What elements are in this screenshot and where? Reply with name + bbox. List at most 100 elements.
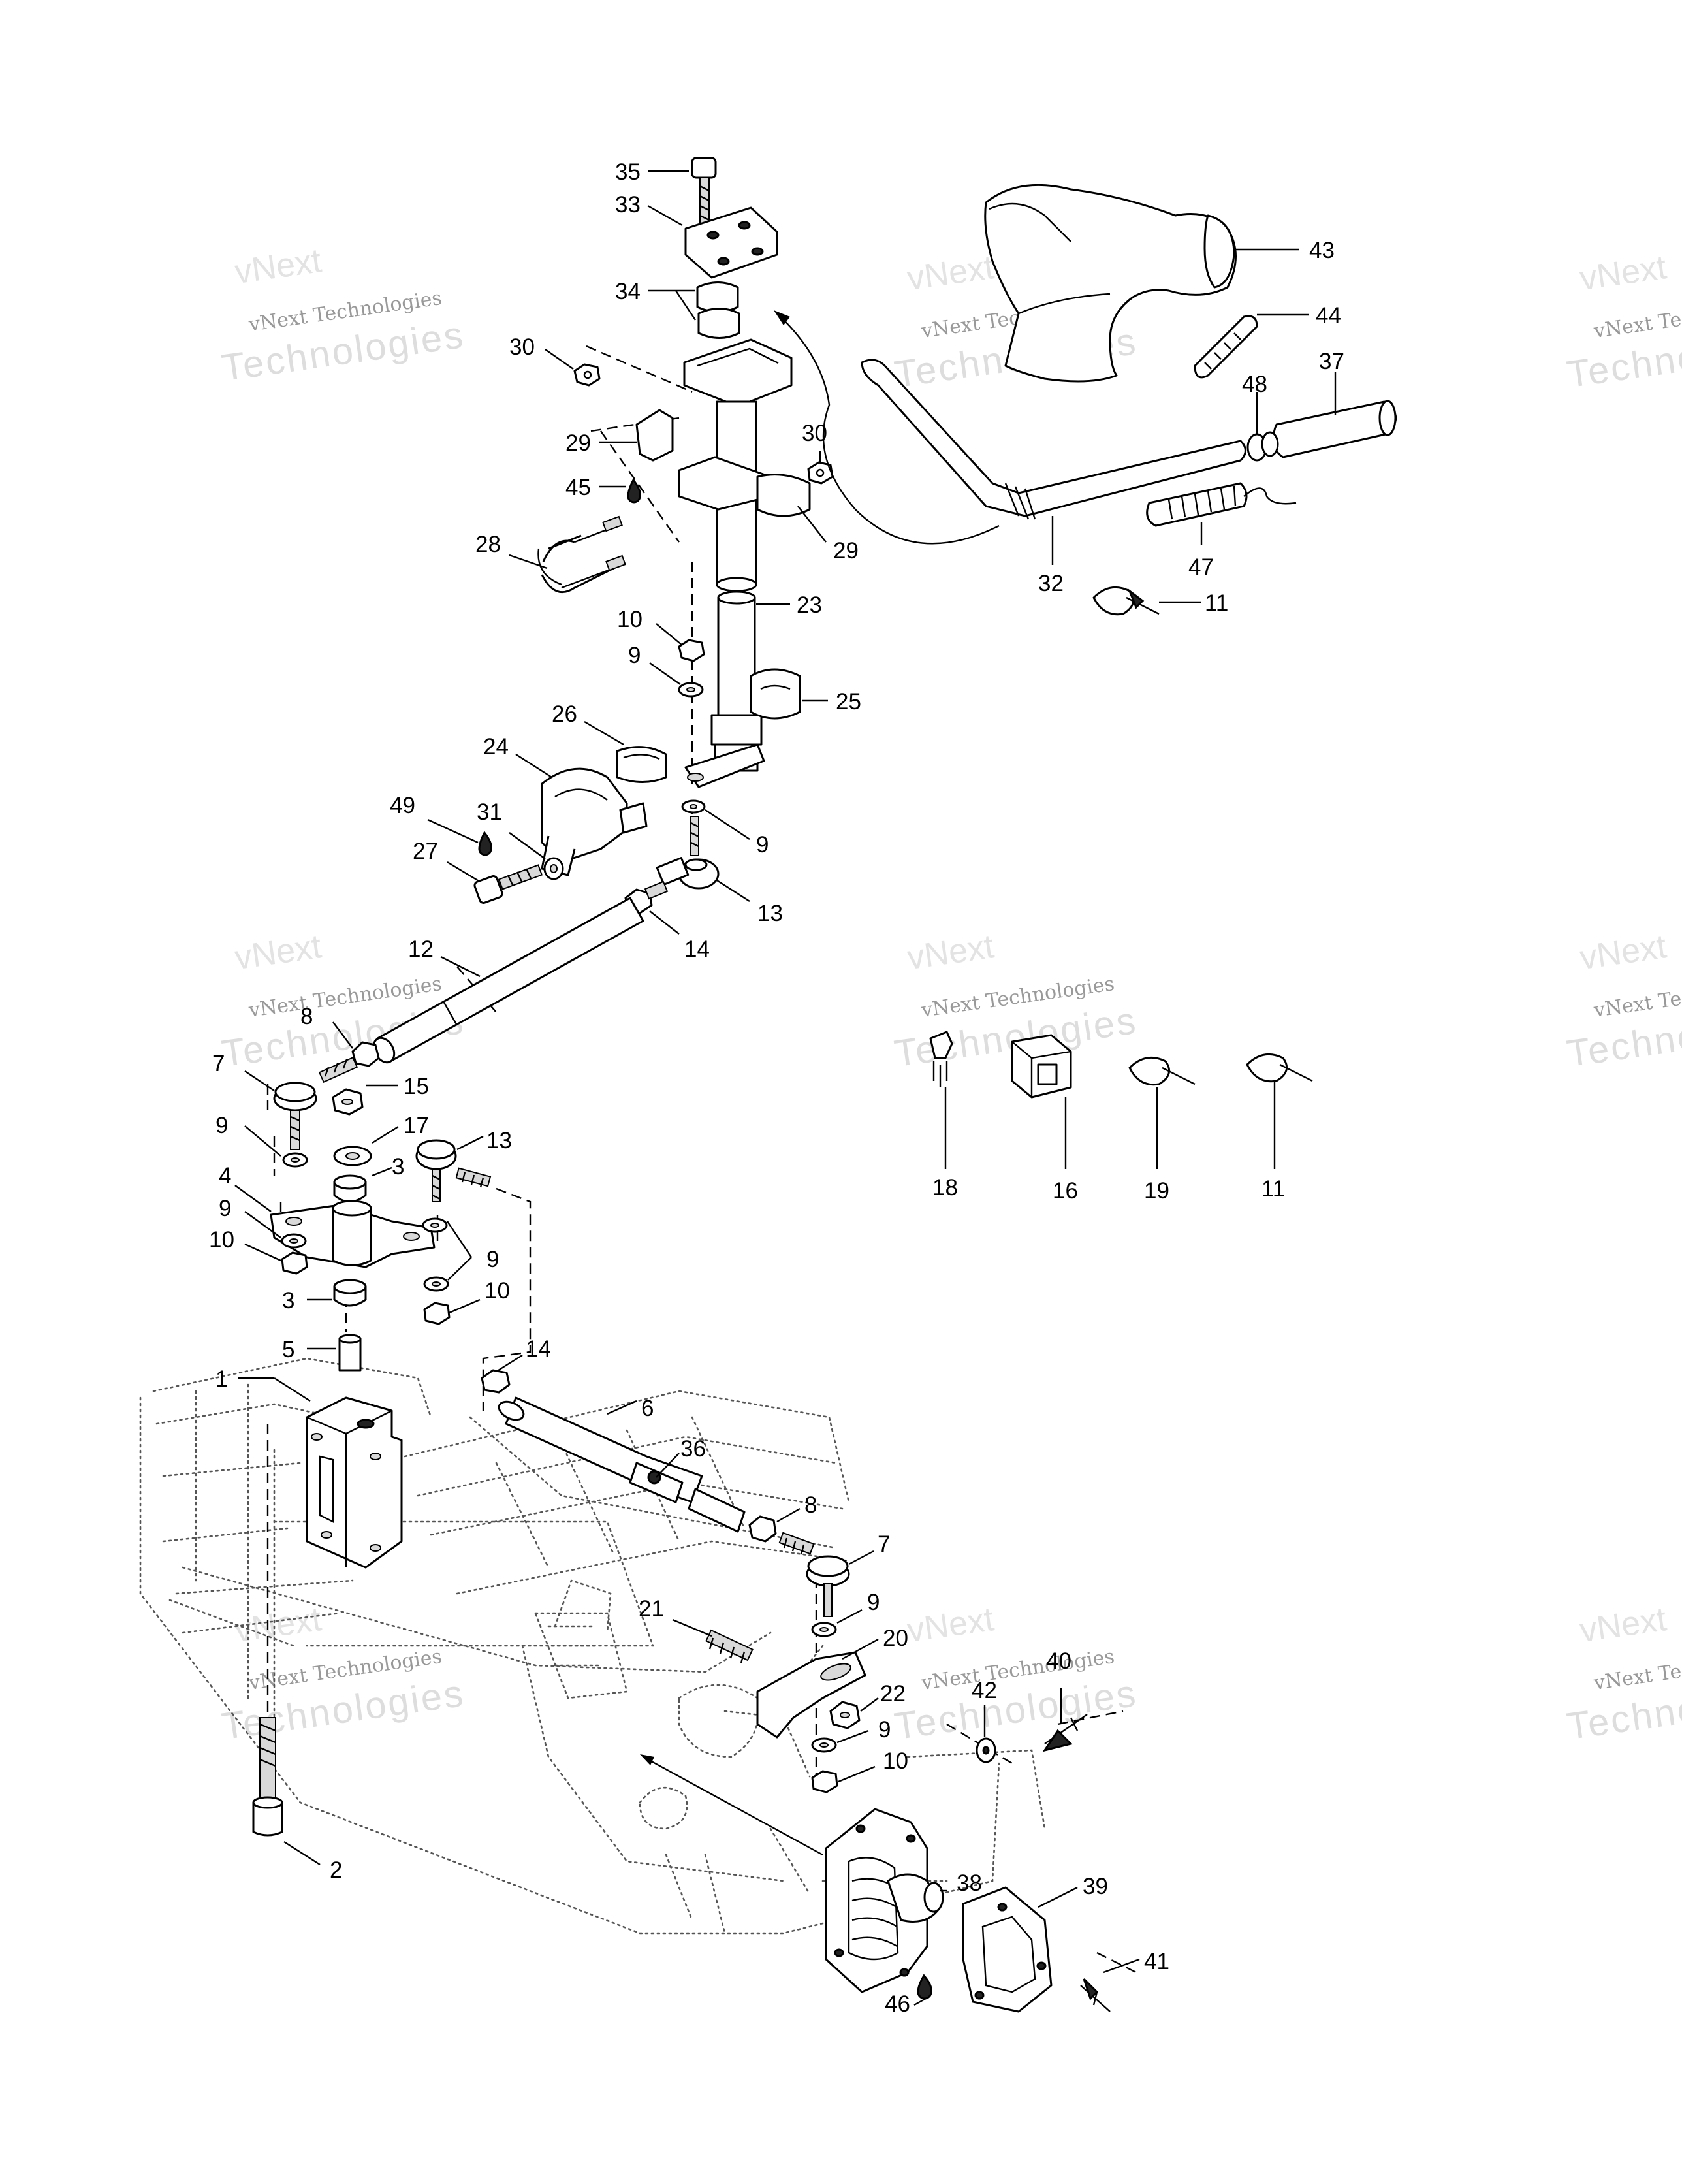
part-label: 45: [565, 475, 591, 500]
assembly-arrow-upper: [776, 313, 1000, 545]
watermark: vNext vNext Technologies Technologies: [219, 1600, 468, 1748]
part-label: 17: [404, 1113, 429, 1138]
arrow-head-upper: [774, 310, 790, 325]
arrow-head-lower: [640, 1754, 654, 1765]
part-label: 30: [802, 421, 827, 446]
part-label: 10: [484, 1278, 510, 1304]
svg-text:vNext: vNext: [1578, 248, 1669, 298]
part-label: 8: [300, 1004, 313, 1029]
part-label: 22: [880, 1681, 906, 1707]
part-label: 11: [1262, 1176, 1285, 1202]
part-label: 1: [215, 1366, 228, 1392]
loose-parts: [929, 1031, 1313, 1099]
part-label: 23: [797, 592, 822, 618]
watermark: vNext vNext Technologies Technologies: [219, 242, 468, 389]
part-label: 2: [330, 1857, 342, 1883]
center-pivot-arm: [270, 1088, 492, 1372]
part-label: 13: [486, 1128, 512, 1153]
watermark: vNext vNext Technologies Technologies: [1564, 248, 1682, 396]
part-label: 47: [1188, 554, 1214, 580]
steering-column-upper: [537, 157, 834, 914]
part-label: 4: [219, 1163, 231, 1189]
part-label: 29: [833, 538, 859, 564]
part-label: 5: [282, 1337, 294, 1362]
part-label: 9: [878, 1717, 891, 1742]
part-label: 28: [475, 532, 501, 557]
part-label: 9: [486, 1247, 499, 1272]
watermark: vNext vNext Technologies Technologies: [892, 1600, 1140, 1748]
part-label: 34: [615, 279, 641, 304]
part-label: 41: [1144, 1949, 1169, 1974]
part-label: 9: [219, 1196, 231, 1221]
part-label: 7: [212, 1051, 225, 1076]
part-label: 16: [1053, 1178, 1078, 1204]
part-label: 35: [615, 159, 641, 185]
part-label: 9: [215, 1113, 228, 1138]
part-label: 40: [1046, 1648, 1071, 1674]
tie-rod-upper: [273, 897, 644, 1150]
watermark: vNext vNext Technologies Technologies: [219, 927, 468, 1075]
svg-text:vNext: vNext: [232, 242, 324, 291]
part-label: 8: [804, 1492, 817, 1518]
part-label: 10: [209, 1227, 234, 1253]
part-label: 36: [680, 1436, 706, 1462]
part-label: 31: [477, 799, 502, 825]
steering-boot: [825, 1714, 1111, 2013]
part-label: 30: [509, 334, 535, 360]
part-label: 44: [1316, 303, 1341, 329]
svg-text:vNext: vNext: [905, 927, 996, 977]
part-label: 9: [756, 832, 769, 858]
part-label: 14: [526, 1336, 551, 1362]
svg-text:vNext Technologies: vNext Technologies: [1592, 1645, 1682, 1695]
part-label: 10: [883, 1748, 908, 1774]
watermark: vNext vNext Technologies Technologies: [1564, 927, 1682, 1075]
part-label: 6: [641, 1396, 654, 1421]
part-label: 48: [1242, 372, 1267, 397]
part-label: 37: [1319, 349, 1344, 374]
part-label: 9: [867, 1590, 880, 1615]
part-label: 13: [757, 901, 783, 926]
svg-text:vNext: vNext: [1578, 1600, 1669, 1650]
support-block: [252, 1396, 403, 1837]
part-label: 39: [1083, 1874, 1108, 1899]
part-label: 33: [615, 192, 641, 217]
part-label: 21: [639, 1596, 664, 1622]
assembly-arrow-lower: [643, 1756, 823, 1856]
part-label: 32: [1038, 571, 1064, 596]
part-label: 9: [628, 643, 641, 668]
part-label: 20: [883, 1626, 908, 1651]
part-label: 29: [565, 430, 591, 456]
part-label: 49: [390, 793, 415, 818]
part-label: 7: [878, 1532, 890, 1557]
part-label: 14: [684, 937, 710, 962]
part-label: 10: [617, 607, 643, 632]
part-label: 19: [1144, 1178, 1169, 1204]
watermark: vNext vNext Technologies Technologies: [1564, 1600, 1682, 1748]
part-label: 3: [392, 1154, 404, 1180]
tie-rod-lower: [481, 1369, 866, 1793]
svg-text:vNext: vNext: [1578, 927, 1669, 977]
part-label: 3: [282, 1288, 294, 1313]
handlebar-assembly: [861, 184, 1397, 616]
callouts: 35 33 34 30 29 45 30 29 28 23 10 9 25 26…: [209, 159, 1344, 2017]
part-label: 42: [972, 1678, 997, 1703]
svg-text:vNext: vNext: [232, 927, 324, 977]
part-label: 15: [404, 1074, 429, 1099]
part-label: 27: [413, 839, 438, 864]
part-label: 25: [836, 689, 861, 715]
watermark: vNext vNext Technologies Technologies: [892, 927, 1140, 1075]
column-support-clamp: [473, 746, 667, 904]
part-label: 43: [1309, 238, 1335, 263]
part-label: 12: [408, 937, 434, 962]
part-label: 24: [483, 734, 509, 760]
svg-text:vNext Technologies: vNext Technologies: [1592, 293, 1682, 343]
svg-text:vNext: vNext: [905, 248, 996, 298]
part-label: 11: [1205, 590, 1228, 616]
part-label: 26: [552, 701, 577, 727]
part-label: 38: [957, 1871, 982, 1896]
part-label: 18: [932, 1175, 958, 1200]
svg-text:vNext: vNext: [905, 1600, 996, 1650]
svg-text:vNext Technologies: vNext Technologies: [1592, 972, 1682, 1022]
part-label: 46: [885, 1991, 910, 2017]
